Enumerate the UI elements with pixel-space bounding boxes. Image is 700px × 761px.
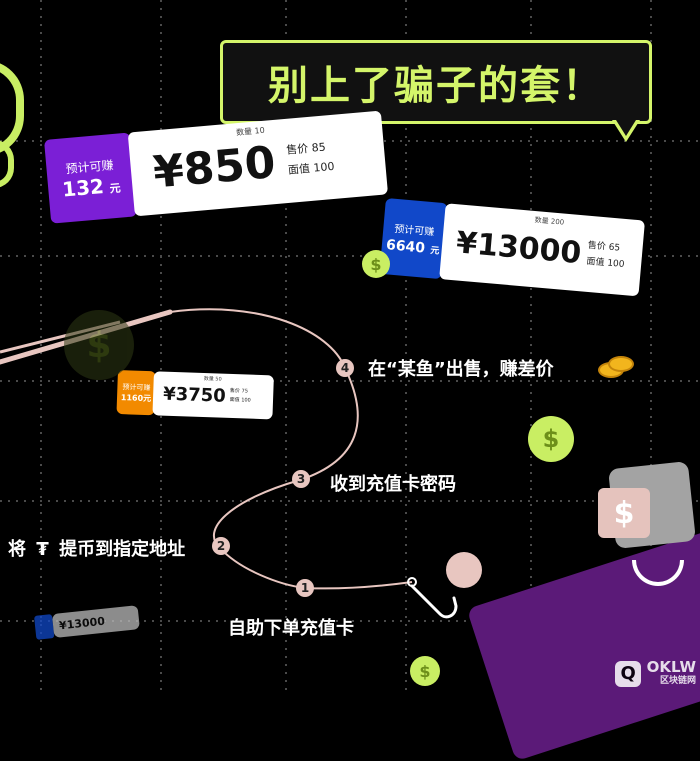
grid-line [530, 0, 532, 690]
gold-coins-icon [598, 356, 634, 378]
ticket-earn-badge [34, 614, 55, 640]
watermark-sub: 区块链网 [659, 676, 696, 686]
headline-tail [616, 120, 636, 136]
step-text-2-post: 提币到指定地址 [59, 539, 186, 560]
ticket-body: ¥13000 [51, 605, 140, 638]
grid-line [650, 0, 652, 690]
headline-bubble: 别上了骗子的套！ [220, 40, 652, 124]
earn-unit: 元 [109, 181, 122, 195]
dollar-coin-icon: $ [362, 250, 390, 278]
step-num: 1 [300, 581, 310, 595]
hand-circle [446, 552, 482, 588]
ticket-price: ¥3750 [162, 383, 227, 407]
ticket-qty: 数量 200 [534, 216, 565, 227]
watermark-text: OKLW [646, 658, 696, 676]
step-text-4: 在“某鱼”出售，赚差价 [368, 359, 554, 380]
ticket-qty: 数量 10 [235, 125, 266, 138]
step-text-1: 自助下单充值卡 [228, 618, 354, 639]
step-badge-2: 2 [212, 537, 230, 555]
step-num: 4 [340, 361, 350, 375]
watermark-logo: Q [615, 661, 642, 687]
step-num: 3 [296, 472, 306, 486]
headline-text: 别上了骗子的套！ [268, 63, 604, 109]
earn-amount: 6640 [385, 237, 426, 257]
ticket-face: 面值 100 [229, 396, 251, 404]
step-text-2-pre: 将 [8, 539, 26, 560]
ticket-side: 售价 75 面值 100 [229, 387, 251, 406]
dollar-coin-icon: $ [410, 656, 440, 686]
step-text-3: 收到充值卡密码 [330, 474, 456, 495]
ticket-body: 数量 50 ¥3750 售价 75 面值 100 [152, 371, 274, 420]
earn-amount: 1160元 [120, 392, 152, 403]
grid-line [0, 500, 700, 502]
dollar-coin-icon: $ [64, 310, 134, 380]
ticket-3750: 预计可赚 1160元 数量 50 ¥3750 售价 75 面值 100 [116, 370, 274, 420]
ticket-face: 面值 100 [586, 256, 625, 271]
ticket-price: ¥13000 [58, 614, 106, 632]
ticket-body: 数量 10 ¥850 售价 85 面值 100 [127, 110, 389, 217]
grid-line [160, 0, 162, 690]
watermark: Q OKLW 区块链网 [615, 660, 696, 688]
ticket-qty: 数量 50 [203, 375, 222, 383]
grid-line [40, 0, 42, 690]
dollar-card-icon: $ [598, 488, 650, 538]
grid-line [0, 620, 700, 622]
ticket-850: 预计可赚 132 元 数量 10 ¥850 售价 85 面值 100 [44, 110, 389, 224]
ticket-face: 面值 100 [287, 159, 335, 177]
dollar-coin-icon: $ [528, 416, 574, 462]
ticket-side: 售价 65 面值 100 [586, 238, 627, 273]
grid-line [0, 255, 700, 257]
ticket-earn-badge: 预计可赚 1160元 [116, 370, 156, 416]
step-badge-1: 1 [296, 579, 314, 597]
ticket-price: ¥13000 [454, 224, 583, 271]
ticket-small: ¥13000 [34, 605, 140, 640]
decor-circle [0, 140, 14, 188]
ticket-earn-badge: 预计可赚 132 元 [44, 132, 137, 224]
tether-icon: ₮ [36, 539, 49, 560]
ticket-side: 售价 85 面值 100 [285, 137, 335, 181]
step-num: 2 [216, 539, 226, 553]
ticket-price: ¥850 [151, 136, 278, 199]
step-text-2: 将 ₮ 提币到指定地址 [8, 535, 185, 561]
ticket-body: 数量 200 ¥13000 售价 65 面值 100 [439, 203, 646, 297]
earn-unit: 元 [429, 246, 440, 257]
step-badge-4: 4 [336, 359, 354, 377]
ticket-13000: 预计可赚 6640 元 数量 200 ¥13000 售价 65 面值 100 [379, 198, 646, 297]
grid-line [0, 380, 700, 382]
step-badge-3: 3 [292, 470, 310, 488]
earn-amount: 132 [61, 173, 105, 202]
